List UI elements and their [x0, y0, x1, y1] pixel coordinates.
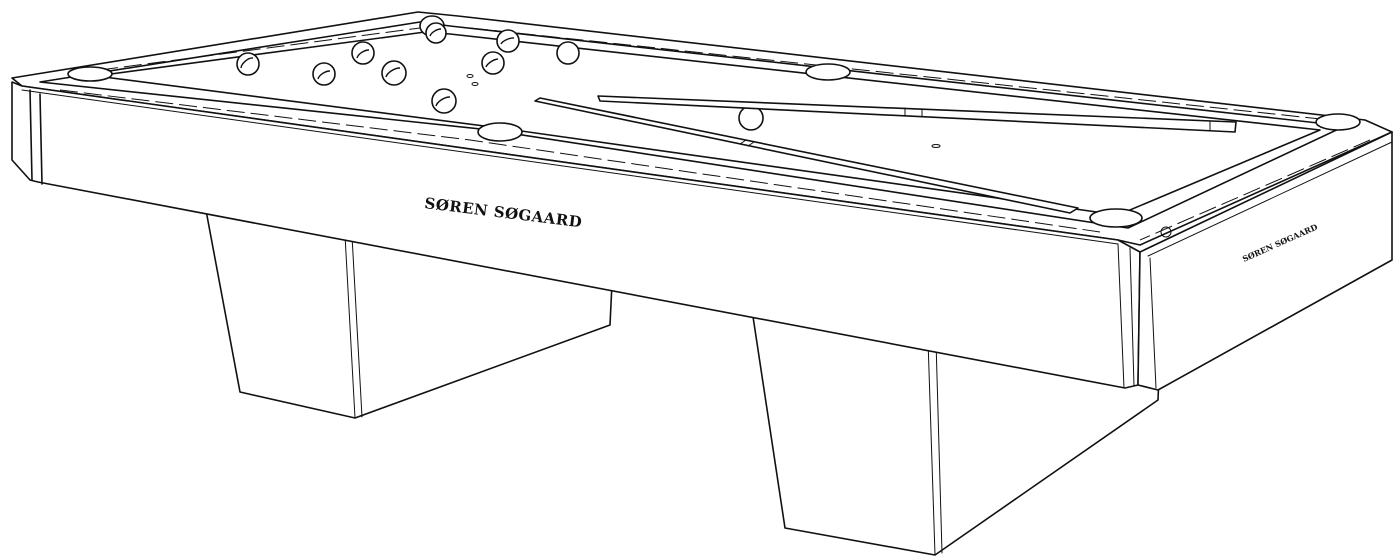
pocket-corner-far-left [67, 66, 113, 82]
pocket-side-front [477, 122, 523, 142]
rail-markers [466, 74, 1172, 238]
ball [431, 88, 457, 114]
bolt-icon [1160, 226, 1172, 238]
ball [312, 62, 336, 86]
ball [496, 29, 520, 53]
ball [236, 52, 260, 76]
ball [556, 41, 580, 65]
ball [425, 22, 447, 44]
ball [738, 105, 764, 131]
pocket-side-back [805, 63, 851, 81]
ball [351, 41, 375, 65]
pocket-corner-right-back [1315, 113, 1361, 131]
ball [381, 60, 407, 86]
cues [534, 95, 1237, 214]
cue-stick [597, 95, 1237, 133]
ball [481, 51, 505, 75]
cue-stick [534, 97, 1079, 214]
pockets [67, 15, 1361, 228]
pocket-corner-right-front [1089, 208, 1143, 228]
end-rail [1137, 131, 1393, 391]
front-rail [11, 81, 1141, 389]
